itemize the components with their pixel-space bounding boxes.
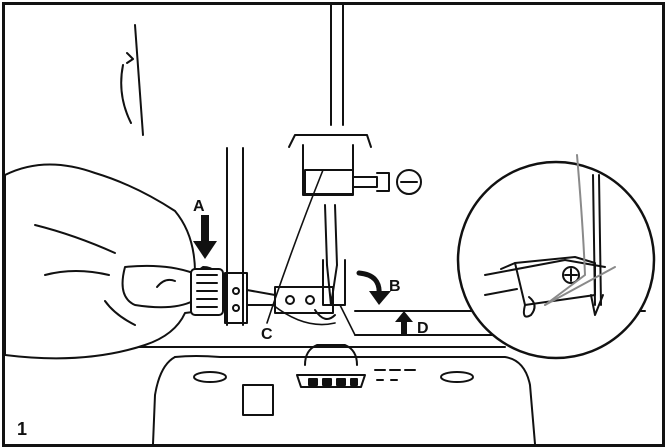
arrow-d-icon: [395, 311, 413, 334]
lever-knob: [190, 268, 224, 316]
presser-bar: [224, 147, 248, 326]
figure-number: 1: [17, 419, 27, 439]
threader-lever: [246, 259, 346, 320]
thread-path: [266, 169, 356, 336]
callout-label-b: B: [389, 278, 401, 295]
presser-foot: [296, 344, 366, 388]
arrow-a-icon: [193, 215, 217, 259]
machine-body-outline: [120, 24, 144, 136]
callout-label-d: D: [417, 320, 429, 337]
sewing-machine-illustration: A B C D 1: [5, 5, 656, 444]
callout-label-a: A: [193, 198, 205, 215]
needle-bar: [288, 5, 422, 306]
detail-inset: [456, 154, 656, 360]
arrow-b-icon: [356, 270, 391, 305]
callout-label-c: C: [261, 326, 273, 343]
hand-illustration: [5, 163, 220, 360]
